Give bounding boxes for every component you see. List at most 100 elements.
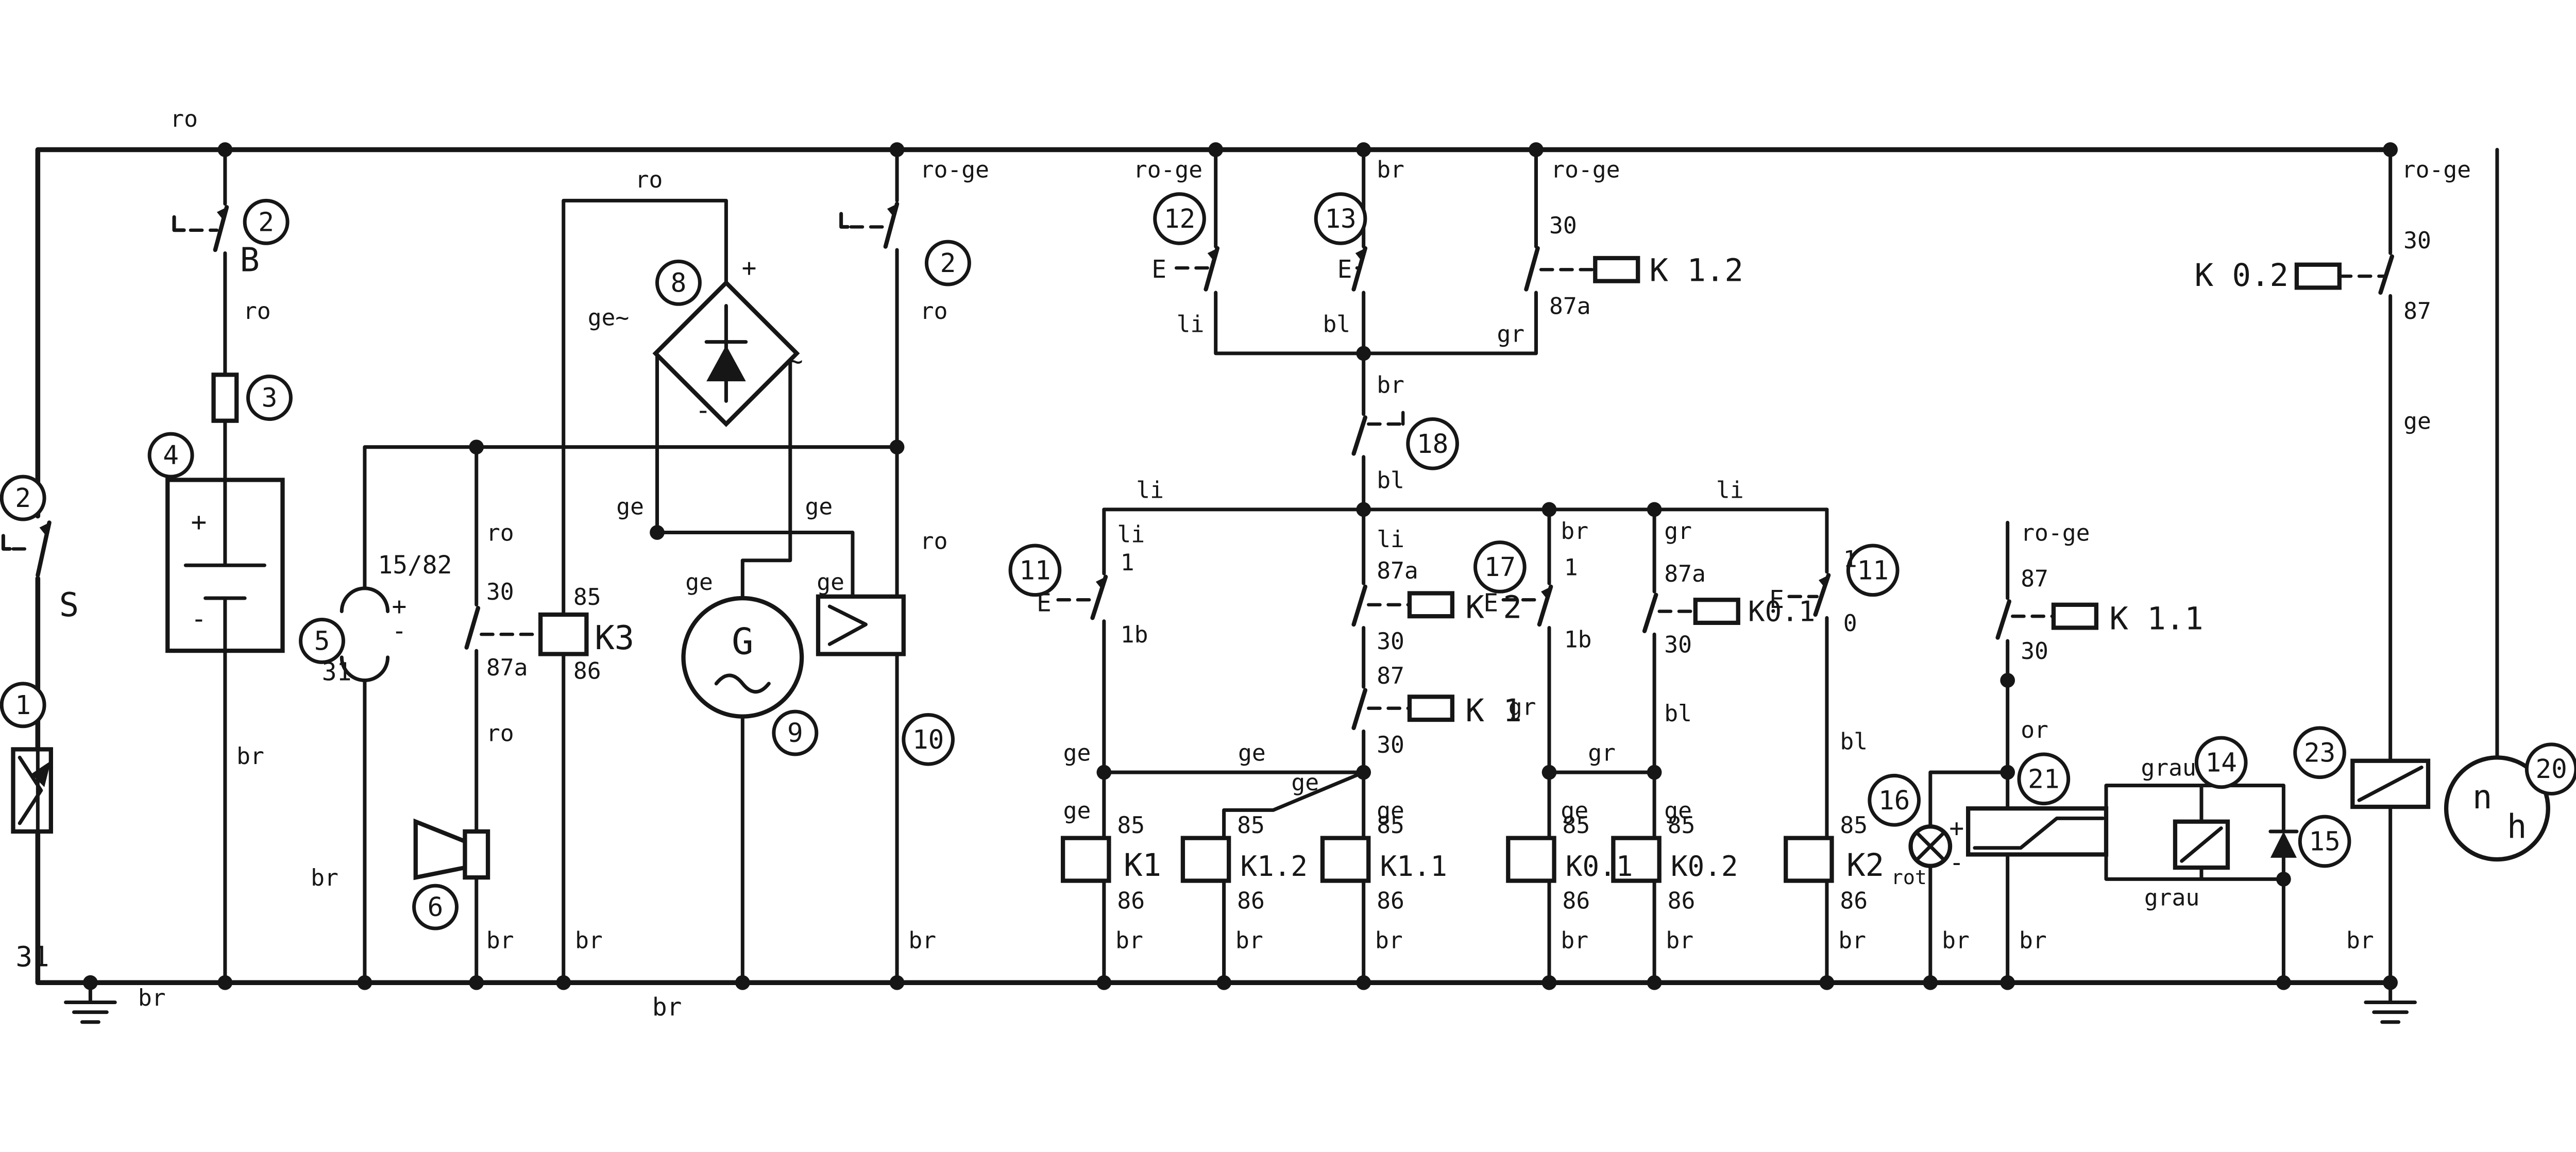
relay-k01-coil [1506, 836, 1556, 883]
callout-number: 3 [262, 383, 278, 414]
label-ge-gtop: ge [685, 569, 713, 596]
label-r3-86: 86 [1377, 888, 1404, 914]
label-c11l-1: 1 [1121, 549, 1134, 576]
fuse-box [211, 372, 239, 423]
label-grau-top: grau [2141, 754, 2196, 781]
junction-dots [83, 142, 2398, 990]
label-loop-ro: ro [635, 166, 663, 193]
label-sw2-ro-2: ro [920, 528, 948, 554]
callout-number: 20 [2535, 754, 2567, 785]
callout-number: 2 [258, 207, 274, 238]
callout-3: 3 [246, 375, 293, 421]
label-r1-86: 86 [1117, 888, 1145, 914]
callout-13: 13 [1314, 192, 1367, 245]
label-k02c-name: K 0.2 [2195, 258, 2289, 294]
label-c830-li: li [1377, 526, 1404, 553]
callout-circle-icon [147, 432, 194, 479]
callout-2: 2 [924, 240, 971, 286]
label-rect-minus: - [695, 395, 711, 426]
callout-15: 15 [2298, 815, 2351, 868]
relay-k11-coil [1320, 836, 1371, 883]
switch13-arrow-icon [1355, 248, 1365, 262]
callout-2: 2 [243, 198, 290, 245]
label-c830-ge: ge [1377, 797, 1404, 824]
label-roge-sw2: ro-ge [920, 157, 989, 183]
callout-number: 11 [1857, 555, 1888, 586]
callout-12: 12 [1153, 192, 1206, 245]
label-rect-ge: ge~ [588, 304, 630, 331]
callout-number: 1 [15, 690, 31, 721]
label-r3-br: br [1375, 927, 1403, 954]
component14-diagonal-icon [2180, 826, 2223, 863]
label-k1c-name: K 1 [1465, 693, 1521, 729]
component10-chevron-icon [827, 604, 868, 646]
callout-number: 8 [671, 268, 687, 298]
label-k01c-30: 30 [1664, 631, 1692, 658]
label-trio-gr: gr [1497, 321, 1524, 348]
switch12-arrow-icon [1207, 248, 1217, 262]
label-orcol-or: or [2021, 717, 2048, 743]
label-sw18-br: br [1377, 371, 1404, 398]
callout-number: 11 [1019, 555, 1050, 586]
callout-9: 9 [772, 709, 819, 756]
grau-loop-wires [2104, 784, 2285, 985]
callout-20: 20 [2524, 742, 2576, 796]
label-r2-name: K1.2 [1241, 850, 1308, 883]
label-gerow-diag: ge [1291, 769, 1319, 796]
callout-circle-icon [2194, 736, 2248, 789]
callout-23: 23 [2293, 726, 2346, 780]
component1-box [11, 747, 53, 834]
label-c1007-ge: ge [1664, 797, 1692, 824]
lamp-column-wire [1928, 770, 2010, 985]
callout-number: 14 [2206, 748, 2237, 778]
callout-circle-icon [1846, 544, 1900, 597]
label-lamp-plus: + [1949, 814, 1964, 842]
label-conn5-plus: + [392, 592, 406, 621]
label-grrow: gr [1588, 740, 1616, 767]
indicator-lamp-x-icon [1915, 831, 1945, 861]
label-r6-br: br [1838, 927, 1866, 954]
label-e17: E [1483, 589, 1498, 618]
label-k01c-name: K0.1 [1748, 596, 1816, 628]
callout-11: 11 [1008, 544, 1062, 597]
k02-pilot-coil [2294, 262, 2342, 290]
label-r4-86: 86 [1563, 888, 1590, 914]
switch11r-arrow-icon [1818, 575, 1829, 588]
label-c17-1: 1 [1564, 554, 1578, 581]
label-c17-br: br [1561, 518, 1588, 545]
trio-switch-wires [1214, 148, 1538, 512]
callout-circle-icon [2017, 752, 2071, 806]
switch18-blade [1351, 415, 1368, 456]
label-r6-86: 86 [1840, 888, 1868, 914]
label-c11l-ge1: ge [1063, 740, 1091, 767]
label-rail-roge: ro-ge [2402, 157, 2471, 183]
k11-pilot-coil [2051, 602, 2099, 630]
component20-circle [2444, 755, 2550, 862]
callout-1: 1 [0, 682, 46, 729]
rectifier-ge-right-wire [740, 351, 792, 600]
switch-s-arrow-icon [39, 522, 49, 536]
label-conn5-1582: 15/82 [378, 551, 452, 580]
callout-number: 4 [163, 441, 179, 471]
generator-circle [681, 596, 804, 719]
label-r2-br: br [1235, 927, 1263, 954]
k1-pilot-coil [1407, 694, 1455, 722]
label-b21-br: br [2019, 927, 2047, 954]
label-r5-86: 86 [1668, 888, 1696, 914]
generator-ac-icon [714, 673, 771, 694]
label-e11l: E [1037, 589, 1052, 618]
callout-18: 18 [1406, 417, 1459, 470]
callout-circle-icon [2298, 815, 2351, 868]
label-k11c-87: 87 [2021, 566, 2048, 592]
aux-bus-wire [363, 445, 899, 985]
callout-number: 18 [1417, 429, 1448, 460]
callout-circle-icon [1153, 192, 1206, 245]
callout-4: 4 [147, 432, 194, 479]
label-conn5-minus: - [392, 617, 406, 646]
label-sw2-ro-1: ro [920, 298, 948, 325]
callout-circle-icon [1868, 773, 1921, 827]
callout-number: 23 [2304, 738, 2335, 768]
switch18-link [1367, 409, 1405, 426]
label-k3col-br: br [575, 927, 603, 954]
label-grau-bot: grau [2144, 884, 2199, 911]
